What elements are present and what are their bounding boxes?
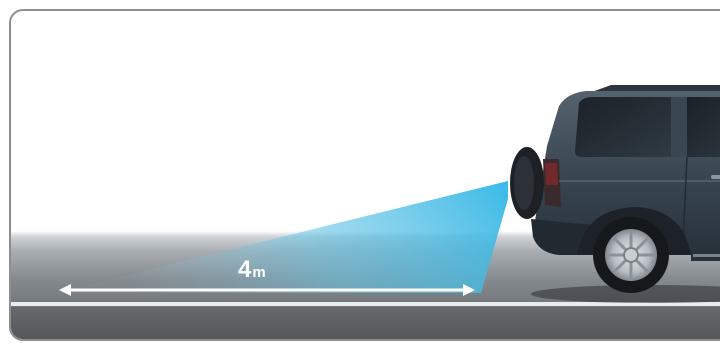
- illustration-frame: 4m: [9, 9, 720, 341]
- road-lower: [11, 307, 720, 341]
- distance-label: 4m: [238, 258, 266, 282]
- distance-unit: m: [252, 264, 265, 281]
- road-line: [11, 302, 720, 306]
- distance-value: 4: [238, 256, 251, 283]
- parking-sensor-scene: [11, 11, 720, 341]
